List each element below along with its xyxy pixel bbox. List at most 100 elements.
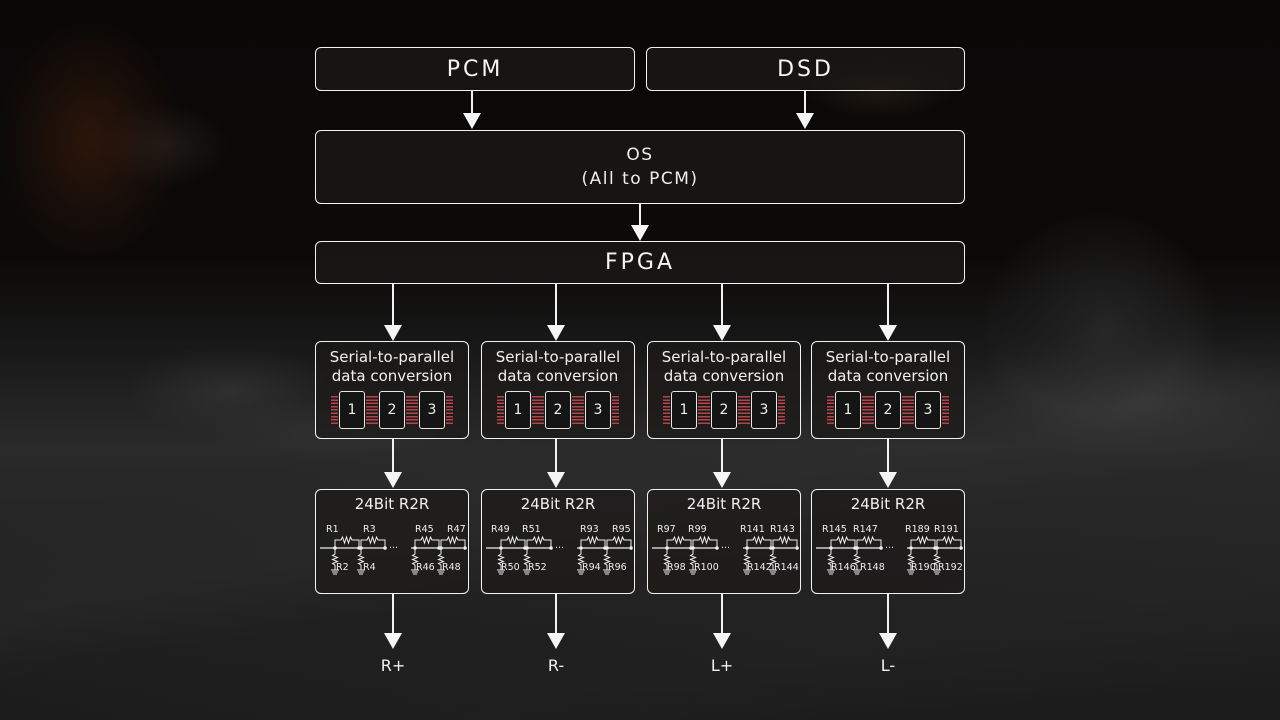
resistor-label: R142 <box>747 562 772 573</box>
r2r-title: 24Bit R2R <box>354 495 430 513</box>
chip-icon: 2 <box>537 391 579 429</box>
arrow-line-pcm-os <box>471 91 473 117</box>
resistor-label: R4 <box>363 562 376 573</box>
chip-row: 1 2 3 <box>497 391 619 429</box>
r2r-ladder-schematic-0: ··· <box>320 536 468 575</box>
resistor-label: R97 <box>657 524 676 535</box>
resistor-label: R192 <box>938 562 963 573</box>
resistor-label: R191 <box>934 524 959 535</box>
resistor-label: R147 <box>853 524 878 535</box>
chip-row: 1 2 3 <box>827 391 949 429</box>
resistor-label: R93 <box>580 524 599 535</box>
arrow-down-icon <box>384 633 402 649</box>
arrow-line-fpga-stage <box>721 284 723 328</box>
pcm-label: PCM <box>446 56 504 82</box>
stage-title-line2: data conversion <box>497 367 619 385</box>
r2r-ladder-box: 24Bit R2R <box>481 489 635 594</box>
arrow-line-stage-r2r <box>555 439 557 475</box>
resistor-label: R52 <box>528 562 547 573</box>
arrow-down-icon <box>879 325 897 341</box>
dsd-input-box: DSD <box>646 47 965 91</box>
stage-title-line1: Serial-to-parallel <box>329 348 455 366</box>
r2r-title: 24Bit R2R <box>520 495 596 513</box>
stage-title-line2: data conversion <box>331 367 453 385</box>
arrow-line-fpga-stage <box>887 284 889 328</box>
resistor-label: R51 <box>522 524 541 535</box>
stage-title-line1: Serial-to-parallel <box>825 348 951 366</box>
chip-icon: 2 <box>371 391 413 429</box>
serial-to-parallel-box: Serial-to-parallel data conversion 1 2 3 <box>315 341 469 439</box>
resistor-label: R98 <box>667 562 686 573</box>
stage-title-line1: Serial-to-parallel <box>661 348 787 366</box>
r2r-title: 24Bit R2R <box>850 495 926 513</box>
resistor-label: R94 <box>582 562 601 573</box>
resistor-label: R141 <box>740 524 765 535</box>
resistor-label: R148 <box>860 562 885 573</box>
os-subtitle: (All to PCM) <box>581 169 699 189</box>
resistor-label: R96 <box>608 562 627 573</box>
resistor-label: R100 <box>694 562 719 573</box>
pcm-input-box: PCM <box>315 47 635 91</box>
r2r-ladder-schematic-3: ··· <box>816 536 964 575</box>
resistor-label: R190 <box>911 562 936 573</box>
arrow-down-icon <box>547 472 565 488</box>
r2r-ladder-schematic-1: ··· <box>486 536 634 575</box>
arrow-line-r2r-output <box>392 594 394 636</box>
arrow-down-icon <box>384 325 402 341</box>
resistor-label: R143 <box>770 524 795 535</box>
chip-icon: 2 <box>867 391 909 429</box>
arrow-line-r2r-output <box>721 594 723 636</box>
fpga-label: FPGA <box>604 250 676 275</box>
arrow-line-os-fpga <box>639 204 641 228</box>
arrow-down-icon <box>463 113 481 129</box>
arrow-down-icon <box>713 633 731 649</box>
arrow-line-stage-r2r <box>721 439 723 475</box>
chip-icon: 3 <box>411 391 453 429</box>
resistor-label: R144 <box>774 562 799 573</box>
serial-to-parallel-box: Serial-to-parallel data conversion 1 2 3 <box>647 341 801 439</box>
resistor-label: R99 <box>688 524 707 535</box>
chip-icon: 1 <box>827 391 869 429</box>
chip-icon: 3 <box>907 391 949 429</box>
output-label: R- <box>547 656 565 675</box>
stage-title-line2: data conversion <box>827 367 949 385</box>
svg-text:···: ··· <box>885 543 894 554</box>
r2r-ladder-box: 24Bit R2R <box>315 489 469 594</box>
r2r-ladder-box: 24Bit R2R <box>647 489 801 594</box>
resistor-label: R47 <box>447 524 466 535</box>
chip-icon: 1 <box>497 391 539 429</box>
r2r-ladder-box: 24Bit R2R <box>811 489 965 594</box>
resistor-label: R95 <box>612 524 631 535</box>
svg-text:···: ··· <box>389 543 398 554</box>
stage-title-line2: data conversion <box>663 367 785 385</box>
arrow-down-icon <box>547 325 565 341</box>
arrow-down-icon <box>384 472 402 488</box>
os-box: OS (All to PCM) <box>315 130 965 204</box>
resistor-label: R50 <box>501 562 520 573</box>
arrow-line-stage-r2r <box>392 439 394 475</box>
arrow-down-icon <box>879 633 897 649</box>
arrow-down-icon <box>796 113 814 129</box>
resistor-label: R146 <box>831 562 856 573</box>
arrow-line-dsd-os <box>804 91 806 117</box>
resistor-label: R45 <box>415 524 434 535</box>
os-title: OS <box>626 145 654 165</box>
serial-to-parallel-box: Serial-to-parallel data conversion 1 2 3 <box>481 341 635 439</box>
arrow-line-fpga-stage <box>555 284 557 328</box>
r2r-ladder-schematic-2: ··· <box>652 536 800 575</box>
resistor-label: R46 <box>416 562 435 573</box>
arrow-line-stage-r2r <box>887 439 889 475</box>
resistor-label: R49 <box>491 524 510 535</box>
resistor-label: R145 <box>822 524 847 535</box>
stage-title-line1: Serial-to-parallel <box>495 348 621 366</box>
chip-icon: 1 <box>331 391 373 429</box>
resistor-label: R1 <box>326 524 339 535</box>
arrow-down-icon <box>713 472 731 488</box>
resistor-label: R189 <box>905 524 930 535</box>
chip-icon: 1 <box>663 391 705 429</box>
arrow-line-r2r-output <box>555 594 557 636</box>
arrow-down-icon <box>879 472 897 488</box>
arrow-line-r2r-output <box>887 594 889 636</box>
fpga-box: FPGA <box>315 241 965 284</box>
arrow-down-icon <box>631 225 649 241</box>
